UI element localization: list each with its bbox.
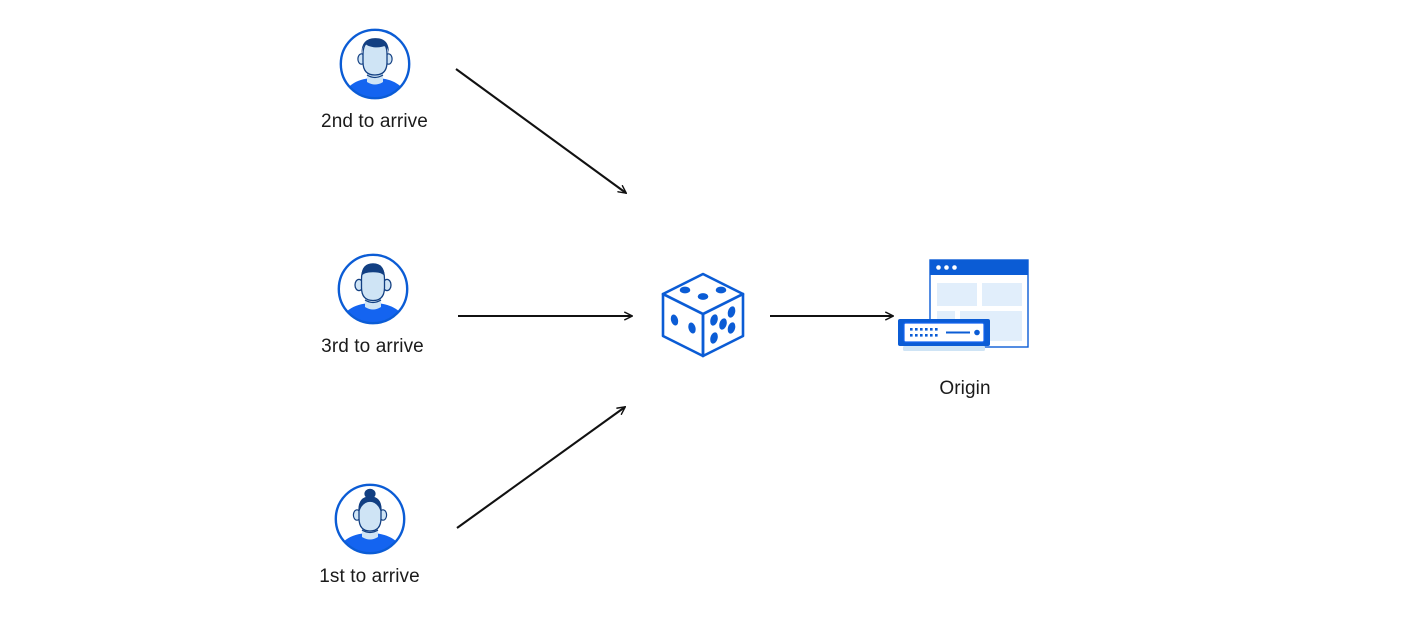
node-user-2nd[interactable]: 2nd to arrive xyxy=(297,26,452,134)
node-label-user-2nd: 2nd to arrive xyxy=(321,111,428,132)
node-label-user-3rd: 3rd to arrive xyxy=(321,336,424,357)
arrow-2nd-to-dice xyxy=(455,68,626,193)
avatar-female-bun-icon xyxy=(332,481,408,557)
node-label-user-1st: 1st to arrive xyxy=(319,566,420,587)
origin-server-browser-icon xyxy=(890,255,1040,365)
node-origin[interactable]: Origin xyxy=(890,255,1040,401)
node-label-origin: Origin xyxy=(939,378,991,399)
arrow-1st-to-dice xyxy=(456,407,625,529)
avatar-male-cropped-hair-icon xyxy=(335,251,411,327)
avatar-male-short-hair-icon xyxy=(337,26,413,102)
dice-icon xyxy=(657,268,749,364)
node-dice[interactable] xyxy=(657,268,749,364)
node-user-3rd[interactable]: 3rd to arrive xyxy=(295,251,450,359)
node-user-1st[interactable]: 1st to arrive xyxy=(292,481,447,589)
